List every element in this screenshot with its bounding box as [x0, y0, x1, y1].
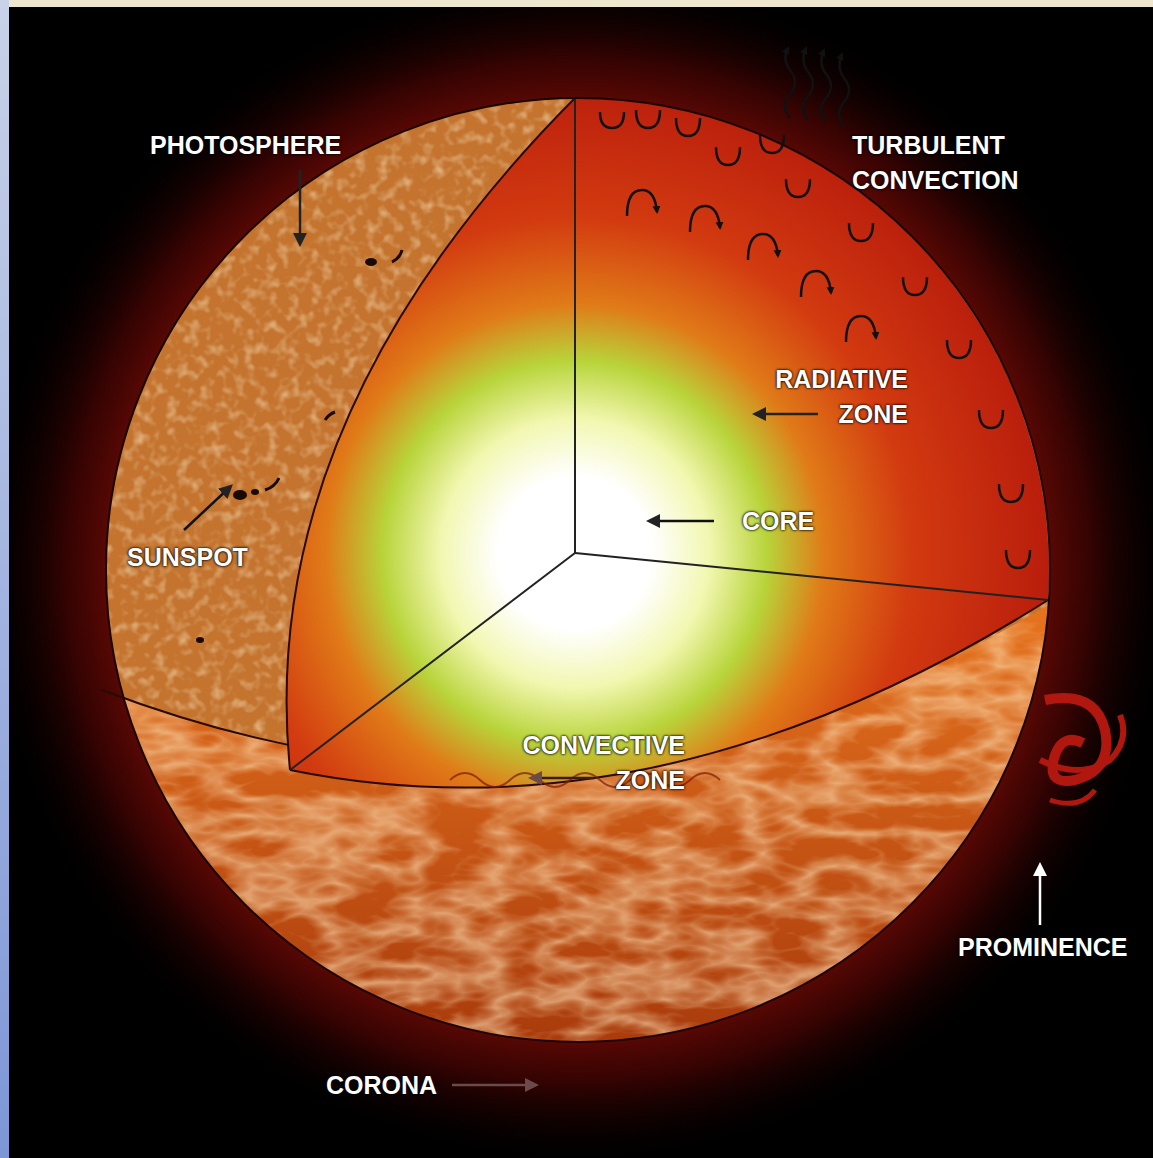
- sunspot-mark: [251, 489, 259, 495]
- wedge-line: [574, 98, 576, 553]
- leader-arrow: [452, 1084, 535, 1087]
- part-label: CORE: [742, 504, 862, 539]
- cut-edge: [287, 98, 575, 770]
- leader-arrow: [184, 487, 230, 530]
- curl: [636, 110, 660, 128]
- sunspots: [196, 250, 402, 643]
- sunspot-mark: [325, 412, 335, 420]
- arch-arrow: [846, 316, 876, 342]
- part-label: SUNSPOT: [127, 540, 287, 575]
- part-label: RADIATIVE ZONE: [730, 362, 908, 432]
- curl: [1006, 550, 1030, 568]
- curl: [786, 179, 810, 197]
- curl: [947, 340, 971, 358]
- convection-arrows: [785, 48, 849, 126]
- wedge-line: [575, 553, 1048, 600]
- frame-strip: [0, 0, 9, 1158]
- part-label: CORONA: [326, 1068, 466, 1103]
- cut-edge: [290, 600, 1048, 788]
- sun-outline: [106, 98, 1050, 1042]
- wavy-arrow: [839, 54, 849, 126]
- part-label: PROMINENCE: [958, 930, 1148, 965]
- sunspot-mark: [196, 637, 204, 643]
- curl: [849, 223, 873, 241]
- frame-strip: [0, 0, 1153, 7]
- curl: [979, 410, 1003, 428]
- arch-arrow: [801, 271, 831, 297]
- wavy-arrow: [803, 48, 813, 120]
- prominence-loop: [1040, 698, 1123, 803]
- sunspot-mark: [265, 478, 279, 490]
- leader-arrow: [532, 777, 594, 780]
- wavy-arrow: [785, 48, 795, 118]
- sunspot-mark: [365, 258, 377, 266]
- part-label: PHOTOSPHERE: [150, 128, 410, 163]
- prominence-arc: [1040, 715, 1123, 770]
- part-label: CONVECTIVE ZONE: [480, 728, 685, 798]
- convection-arches: [627, 190, 876, 342]
- arch-arrow: [690, 206, 720, 232]
- curl: [999, 484, 1023, 502]
- curl: [600, 112, 624, 128]
- curl: [760, 135, 784, 153]
- part-label: TURBULENT CONVECTION: [852, 128, 1037, 198]
- interior-cutaway: [287, 98, 1049, 788]
- wavy-arrow: [821, 50, 831, 122]
- curl: [903, 277, 927, 295]
- leader-arrow: [756, 413, 818, 416]
- sunspot-mark: [233, 490, 247, 500]
- curl: [676, 118, 700, 136]
- arch-arrow: [627, 190, 657, 216]
- arch-arrow: [748, 234, 778, 260]
- leader-arrow: [1039, 866, 1042, 925]
- leader-arrow: [650, 520, 714, 523]
- sunspot-mark: [392, 250, 402, 262]
- leader-arrow: [299, 170, 302, 243]
- prominence-arc: [1050, 790, 1095, 803]
- curl: [716, 147, 740, 165]
